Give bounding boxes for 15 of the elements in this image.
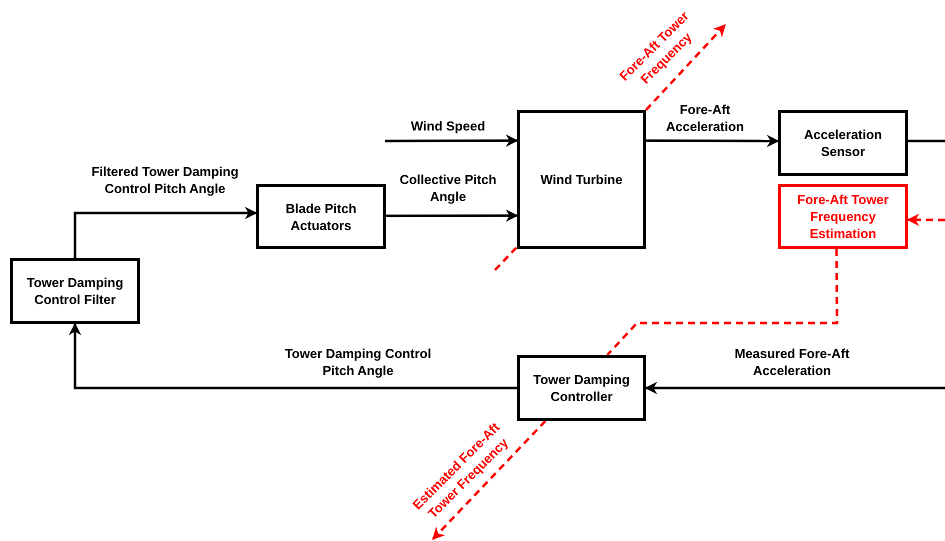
arrow <box>432 420 546 540</box>
process-box: Acceleration Sensor <box>778 110 908 176</box>
process-box: Fore-Aft Tower Frequency Estimation <box>778 184 908 249</box>
arrow <box>645 24 726 111</box>
process-box: Blade Pitch Actuators <box>256 184 386 249</box>
arrow <box>74 206 258 258</box>
arrow <box>646 134 780 148</box>
arrow <box>386 209 518 222</box>
arrow <box>644 382 945 394</box>
arrow <box>68 322 517 390</box>
process-box: Tower Damping Controller <box>517 355 646 421</box>
arrow <box>385 134 518 147</box>
process-box: Wind Turbine <box>517 110 646 249</box>
process-box: Tower Damping Control Filter <box>10 258 140 324</box>
arrow <box>906 214 945 226</box>
